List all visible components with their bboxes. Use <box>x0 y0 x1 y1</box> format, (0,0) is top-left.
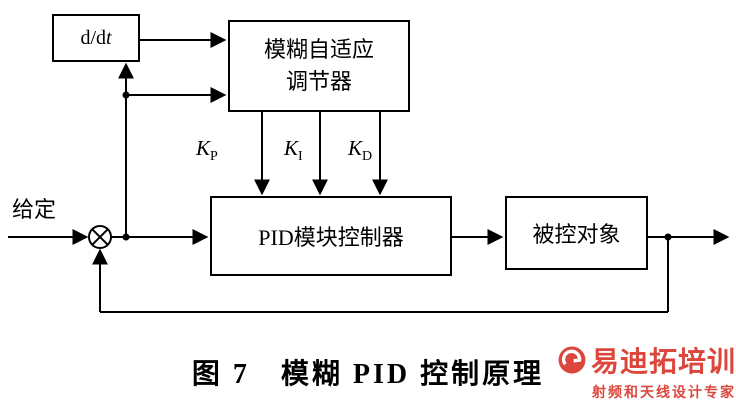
feedback-branch-dot <box>664 233 672 241</box>
summing-junction <box>88 225 112 249</box>
ddt-label-var: t <box>106 26 112 49</box>
watermark-subtitle: 射频和天线设计专家 <box>592 386 736 401</box>
watermark-logo-icon <box>558 346 586 374</box>
kd-sub: D <box>362 149 373 165</box>
watermark: 易迪拓培训 射频和天线设计专家 <box>556 340 736 402</box>
branch-dots <box>122 91 672 241</box>
kp-base: K <box>196 136 211 160</box>
ki-base: K <box>284 136 299 160</box>
plant-label: 被控对象 <box>532 222 621 247</box>
ddt-block: d/dt <box>52 14 140 62</box>
setpoint-label: 给定 <box>12 197 57 222</box>
fuzzy-regulator-line2: 调节器 <box>285 69 352 94</box>
ki-sub: I <box>298 149 303 165</box>
kd-base: K <box>348 136 363 160</box>
fuzzy-regulator-block: 模糊自适应 调节器 <box>228 20 410 112</box>
pid-controller-block: PID模块控制器 <box>210 196 452 276</box>
gain-label-kd: KD <box>348 136 372 165</box>
figure-caption: 图 7 模糊 PID 控制原理 <box>191 359 545 390</box>
ddt-label: d/dt <box>80 27 111 50</box>
fuzzy-regulator-line1: 模糊自适应 <box>263 37 374 63</box>
gain-label-kp: KP <box>196 136 218 165</box>
fuzzy-branch-dot <box>122 91 130 99</box>
gain-label-ki: KI <box>284 136 303 165</box>
ddt-label-prefix: d/d <box>80 26 106 49</box>
pid-controller-label: PID模块控制器 <box>258 225 404 250</box>
kp-sub: P <box>210 149 218 165</box>
watermark-title: 易迪拓培训 <box>590 347 736 378</box>
plant-block: 被控对象 <box>505 196 648 270</box>
error-branch-dot <box>122 233 130 241</box>
